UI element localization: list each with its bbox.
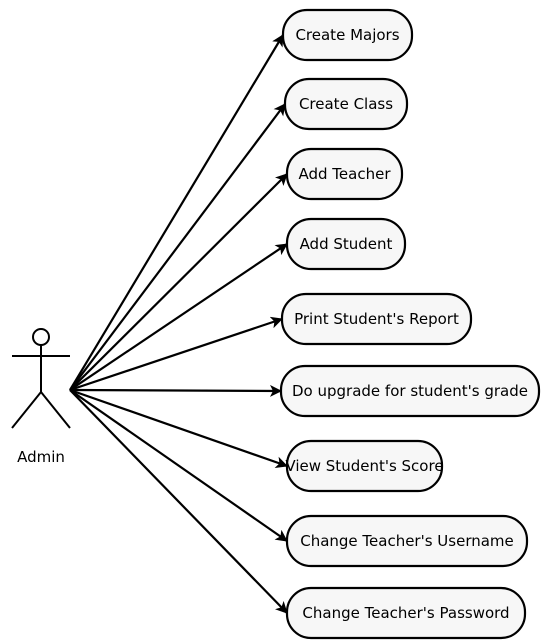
use-case-change-teachers-password: Change Teacher's Password	[285, 586, 527, 640]
use-case-box	[285, 439, 444, 493]
use-case-print-students-report: Print Student's Report	[280, 292, 473, 346]
use-case-label: View Student's Score	[285, 457, 443, 475]
association-arrow-change-teachers-password	[69, 389, 288, 614]
use-case-do-upgrade-students-grade: Do upgrade for student's grade	[279, 364, 541, 418]
association-arrow-add-student	[69, 243, 288, 391]
use-case-box	[280, 292, 473, 346]
actor-label: Admin	[17, 448, 65, 466]
use-case-box	[281, 8, 414, 62]
use-case-label: Do upgrade for student's grade	[292, 382, 528, 400]
association-arrow-create-class	[69, 103, 286, 391]
use-case-change-teachers-username: Change Teacher's Username	[285, 514, 529, 568]
use-case-box	[283, 77, 409, 131]
use-case-label: Add Student	[300, 235, 393, 253]
use-case-box	[285, 586, 527, 640]
use-case-box	[285, 147, 404, 201]
actor-head	[32, 328, 50, 346]
use-case-label: Create Class	[299, 95, 393, 113]
use-case-label: Change Teacher's Username	[300, 532, 514, 550]
actor-left-leg	[11, 391, 42, 429]
use-case-label: Change Teacher's Password	[302, 604, 509, 622]
association-arrow-do-upgrade-students-grade	[69, 384, 282, 397]
use-case-box	[279, 364, 541, 418]
use-case-box	[285, 217, 407, 271]
association-arrow-print-students-report	[69, 316, 283, 392]
association-arrow-change-teachers-username	[69, 389, 288, 542]
use-case-label: Print Student's Report	[294, 310, 459, 328]
actor-right-leg	[40, 391, 71, 429]
actor-admin: Admin	[11, 328, 71, 466]
association-arrow-view-students-score	[69, 388, 288, 469]
use-case-create-majors: Create Majors	[281, 8, 414, 62]
use-case-add-teacher: Add Teacher	[285, 147, 404, 201]
use-case-box	[285, 514, 529, 568]
use-case-create-class: Create Class	[283, 77, 409, 131]
association-arrow-add-teacher	[69, 173, 288, 391]
use-case-view-students-score: View Student's Score	[285, 439, 444, 493]
association-lines	[69, 34, 288, 614]
use-case-label: Add Teacher	[299, 165, 392, 183]
use-case-label: Create Majors	[295, 26, 399, 44]
use-case-add-student: Add Student	[285, 217, 407, 271]
association-arrow-create-majors	[69, 34, 284, 391]
